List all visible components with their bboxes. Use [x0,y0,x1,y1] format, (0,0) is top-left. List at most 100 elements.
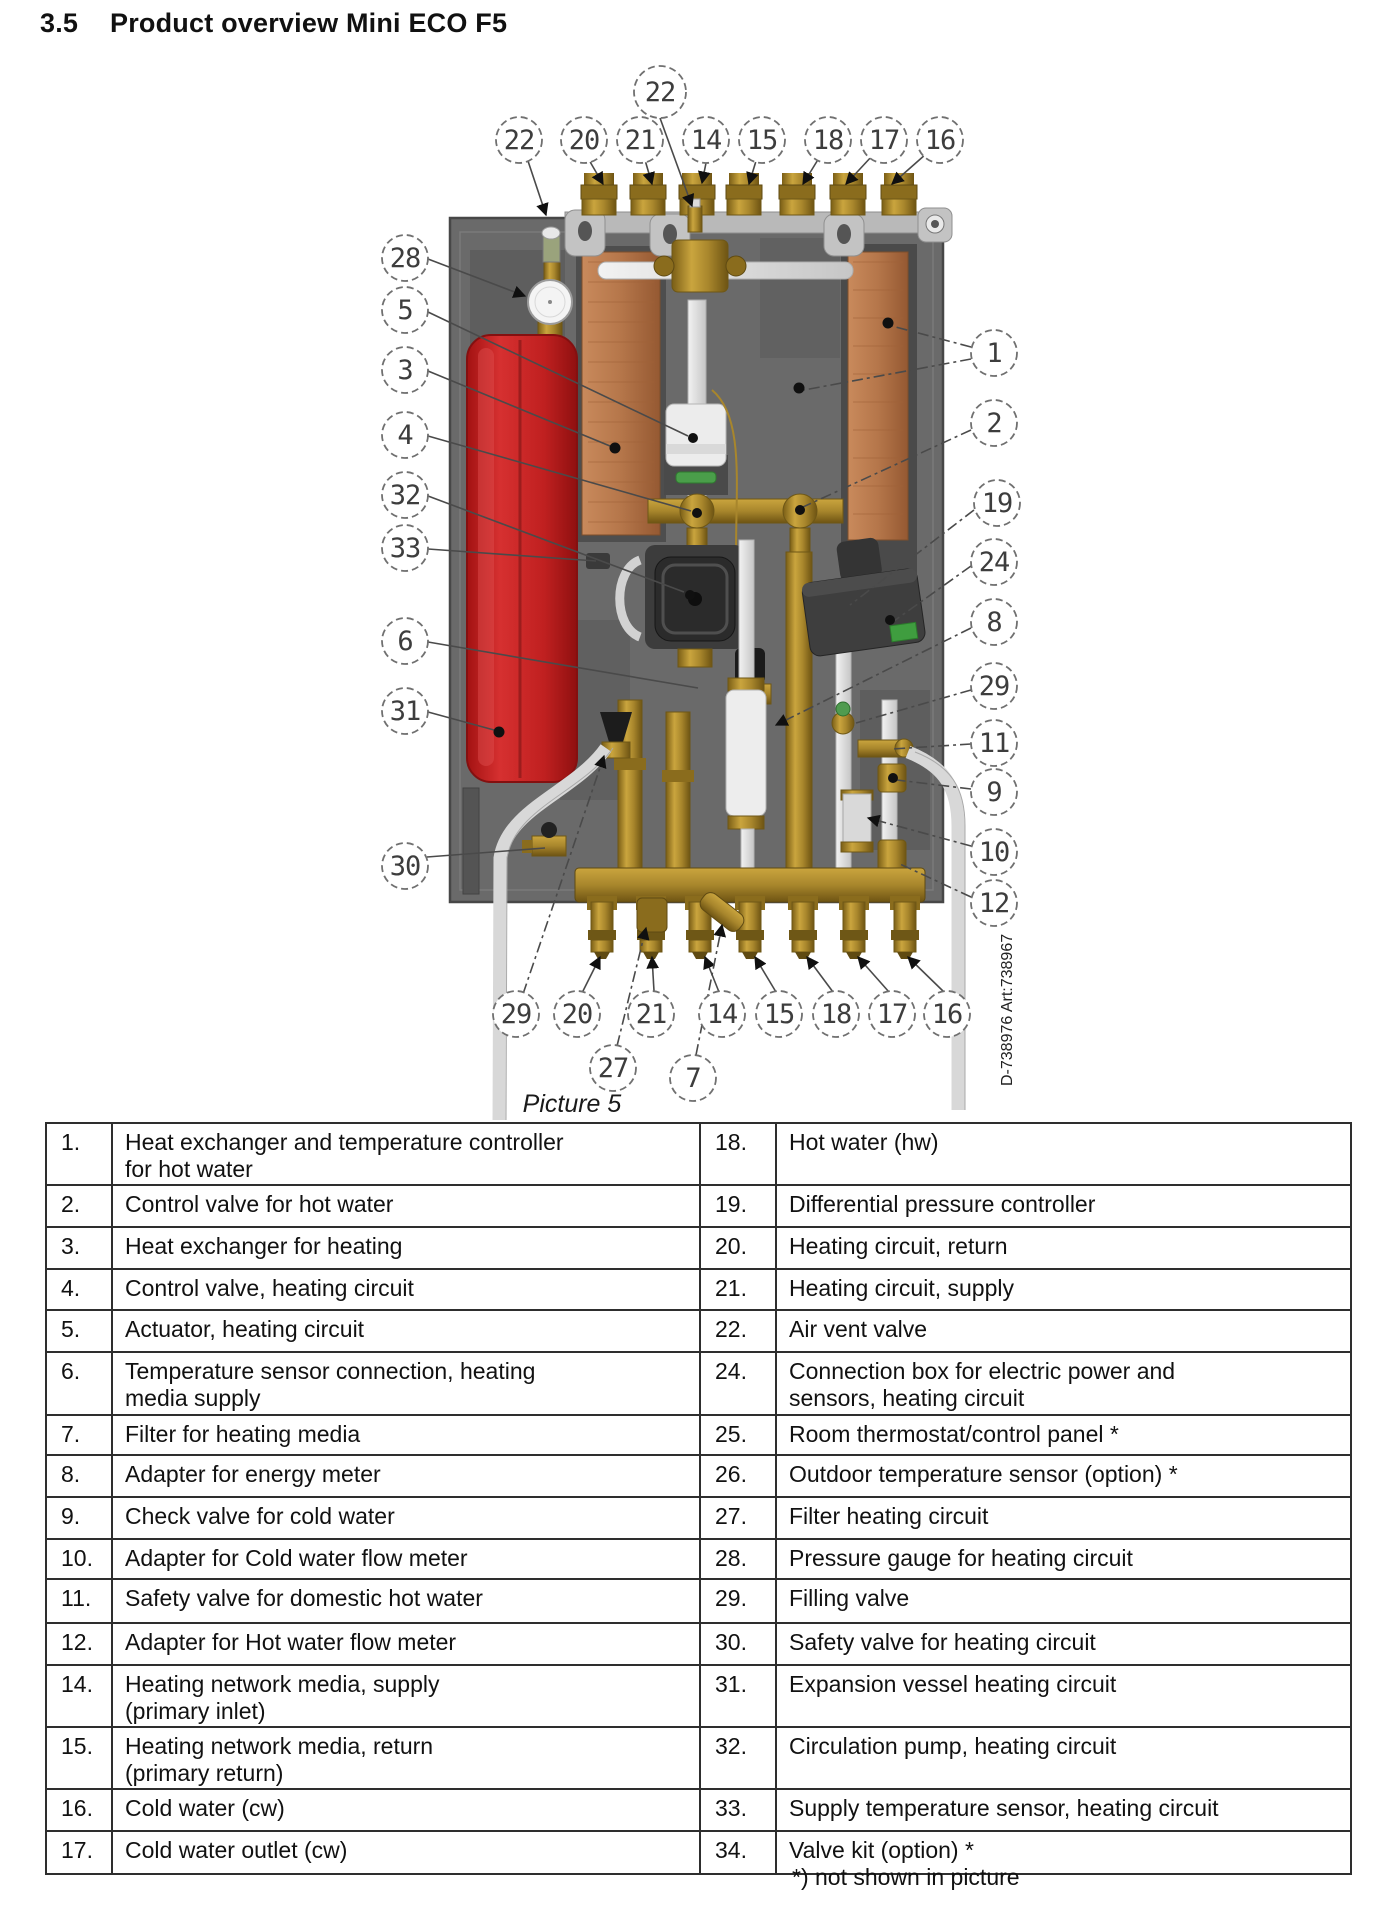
part-number: 32. [699,1726,777,1790]
cw-flow-meter-adapter [840,789,874,853]
callout-20: 20 [560,116,608,164]
part-number: 8. [45,1454,113,1498]
callout-28: 28 [381,234,429,282]
filter-heating-media [699,892,745,932]
callout-22: 22 [495,116,543,164]
callout-1: 1 [970,329,1018,377]
figure-caption: Picture 5 [522,1090,622,1118]
svg-text:4: 4 [397,420,412,451]
callout-16b: 16 [923,990,971,1038]
part-number: 16. [45,1788,113,1832]
part-number: 18. [699,1122,777,1186]
expansion-vessel [466,334,578,783]
part-description: Actuator, heating circuit [111,1309,701,1353]
callout-29: 29 [970,662,1018,710]
svg-text:30: 30 [390,851,421,882]
part-description: Adapter for energy meter [111,1454,701,1498]
part-description: Circulation pump, heating circuit [775,1726,1352,1790]
callout-22-top: 22 [633,65,687,119]
mounting-rail [564,207,953,257]
part-number: 30. [699,1622,777,1666]
callout-27: 27 [589,1044,637,1092]
table-footnote: *) not shown in picture [792,1864,1020,1890]
filter-heating-circuit [636,897,668,933]
callout-right-column: 1 2 19 24 8 29 11 9 10 12 [970,329,1021,927]
connection-box [801,537,926,657]
svg-text:20: 20 [569,125,600,156]
svg-text:14: 14 [707,999,738,1030]
part-description: Heat exchanger and temperature controlle… [111,1122,701,1186]
part-description: Hot water (hw) [775,1122,1352,1186]
callout-21: 21 [616,116,664,164]
callout-17: 17 [860,116,908,164]
callout-4: 4 [381,411,429,459]
part-description: Adapter for Hot water flow meter [111,1622,701,1666]
svg-text:21: 21 [636,999,667,1030]
table-row: 1.Heat exchanger and temperature control… [45,1122,1352,1186]
part-description: Room thermostat/control panel * [775,1414,1352,1456]
table-row: 16.Cold water (cw)33.Supply temperature … [45,1788,1352,1832]
part-description: Heating circuit, supply [775,1268,1352,1311]
svg-text:6: 6 [397,626,412,657]
svg-text:33: 33 [390,533,421,564]
part-number: 2. [45,1184,113,1228]
svg-text:16: 16 [925,125,956,156]
part-number: 31. [699,1664,777,1728]
part-description: Safety valve for domestic hot water [111,1578,701,1624]
svg-text:22: 22 [504,125,535,156]
part-description: Filter for heating media [111,1414,701,1456]
part-description: Heating circuit, return [775,1226,1352,1270]
callout-19: 19 [973,479,1021,527]
svg-text:17: 17 [877,999,908,1030]
part-description: Filling valve [775,1578,1352,1624]
callout-14: 14 [682,116,730,164]
leader-lines [426,117,975,1056]
part-number: 27. [699,1496,777,1540]
callout-9: 9 [970,768,1018,816]
heat-exchanger-heating [576,246,666,542]
circulation-pump [615,545,745,649]
filling-valve-right [831,701,855,735]
callout-17b: 17 [868,990,916,1038]
part-number: 19. [699,1184,777,1228]
table-row: 17.Cold water outlet (cw)34.Valve kit (o… [45,1830,1352,1875]
heating-circuit-columns [600,699,694,876]
part-number: 3. [45,1226,113,1270]
callout-33: 33 [381,524,429,572]
callout-left-column: 28 5 3 4 32 33 6 31 30 [381,234,429,890]
callout-15: 15 [738,116,786,164]
svg-text:2: 2 [986,408,1001,439]
svg-text:3: 3 [397,355,412,386]
callout-20b: 20 [553,990,601,1038]
drain-pipe-right-edge [914,751,966,1110]
svg-text:9: 9 [986,777,1001,808]
energy-meter-adapter [725,539,767,875]
callout-10: 10 [970,828,1018,876]
part-description: Pressure gauge for heating circuit [775,1538,1352,1580]
callout-16: 16 [916,116,964,164]
svg-text:7: 7 [685,1063,700,1094]
part-number: 11. [45,1578,113,1624]
part-number: 1. [45,1122,113,1186]
part-number: 10. [45,1538,113,1580]
part-number: 17. [45,1830,113,1875]
part-number: 26. [699,1454,777,1498]
svg-text:24: 24 [979,547,1010,578]
part-description: Differential pressure controller [775,1184,1352,1228]
part-description: Heating network media, supply (primary i… [111,1664,701,1728]
part-description: Control valve, heating circuit [111,1268,701,1311]
callout-30: 30 [381,842,429,890]
part-number: 5. [45,1309,113,1353]
callout-24: 24 [970,538,1018,586]
table-row: 14.Heating network media, supply (primar… [45,1664,1352,1728]
part-description: Adapter for Cold water flow meter [111,1538,701,1580]
part-description: Cold water outlet (cw) [111,1830,701,1875]
part-number: 12. [45,1622,113,1666]
part-number: 25. [699,1414,777,1456]
svg-text:22: 22 [645,77,676,108]
